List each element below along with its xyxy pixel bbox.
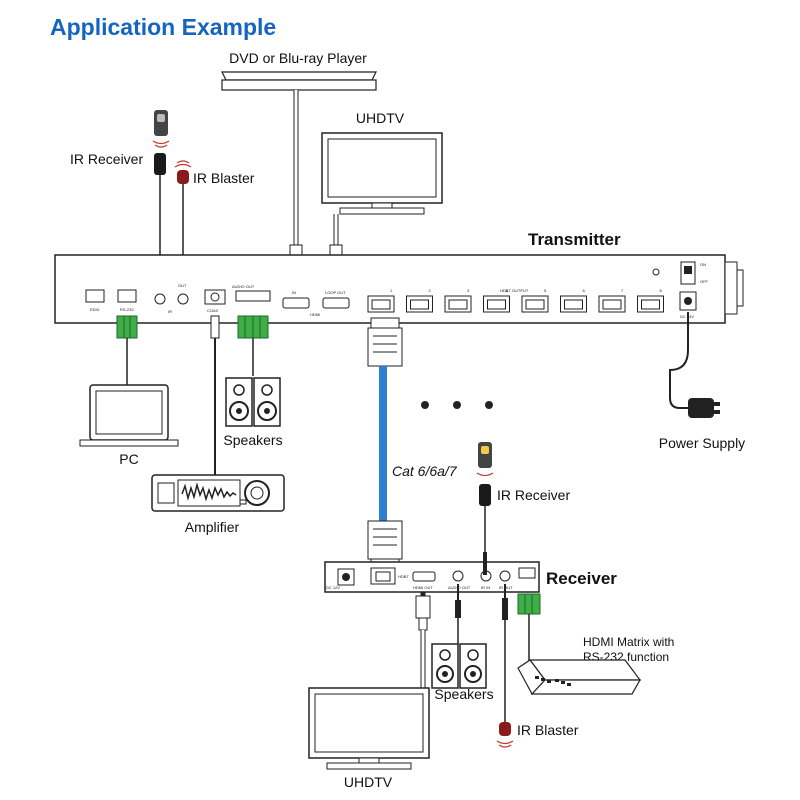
power-supply-label: Power Supply (659, 435, 745, 451)
svg-text:DC 12V: DC 12V (326, 585, 340, 590)
speakers-bottom-label: Speakers (434, 686, 493, 702)
hdbt-port-number: 6 (583, 288, 586, 293)
hdbt-port-jack (525, 299, 545, 310)
svg-text:EDID: EDID (90, 307, 100, 312)
svg-text:HDBT: HDBT (398, 574, 409, 579)
hdbt-port-number: 2 (429, 288, 432, 293)
speaker-icon (431, 643, 487, 689)
pc-label: PC (119, 451, 138, 467)
laptop-icon (79, 384, 179, 447)
hdbt-port-jack (371, 299, 391, 310)
ir-receiver-bottom-label: IR Receiver (497, 487, 570, 503)
ir-receiver-top-label: IR Receiver (70, 151, 143, 167)
ir-blaster-bottom-label: IR Blaster (517, 722, 579, 738)
cable-label: Cat 6/6a/7 (392, 463, 458, 479)
page-title: Application Example (50, 14, 276, 40)
svg-text:ON: ON (700, 262, 706, 267)
hdbt-port-jack (448, 299, 468, 310)
terminal-block-rs232 (116, 315, 138, 339)
hdbt-port-jack (564, 299, 583, 310)
svg-text:IR IN: IR IN (481, 585, 490, 590)
svg-text:HDMI: HDMI (310, 312, 320, 317)
transmitter-label: Transmitter (528, 230, 621, 249)
ir-receiver-icon (476, 442, 494, 506)
svg-text:HDMI OUT: HDMI OUT (413, 585, 433, 590)
uhdtv-bottom-label: UHDTV (344, 774, 393, 790)
amplifier-icon (151, 474, 285, 512)
svg-text:OFF: OFF (700, 279, 709, 284)
terminal-block-receiver (517, 593, 541, 615)
terminal-block-audio (237, 315, 269, 339)
speaker-icon (225, 377, 281, 427)
ir-blaster-top-label: IR Blaster (193, 170, 255, 186)
ellipsis-dots (421, 401, 493, 409)
hdbt-port-number: 7 (621, 288, 624, 293)
amplifier-label: Amplifier (185, 519, 240, 535)
power-adapter-icon (688, 398, 720, 418)
ir-blaster-icon (174, 160, 192, 184)
uhdtv-top-label: UHDTV (356, 110, 405, 126)
tv-icon (321, 132, 443, 215)
speakers-top-label: Speakers (223, 432, 282, 448)
hdbt-port-number: 5 (544, 288, 547, 293)
hdbt-port-number: 3 (467, 288, 470, 293)
svg-text:IN: IN (292, 290, 296, 295)
hdbt-port-number: 4 (506, 288, 509, 293)
hdbt-port-jack (410, 299, 429, 310)
hdmi-matrix-label-1: HDMI Matrix with (583, 635, 674, 649)
hdbt-port-jack (602, 299, 622, 310)
rj45-plug-bottom (367, 520, 403, 568)
tv-icon (308, 687, 430, 770)
svg-text:COAX: COAX (207, 308, 219, 313)
svg-text:IR OUT: IR OUT (499, 585, 513, 590)
hdbt-port-number: 1 (390, 288, 393, 293)
transmitter-device: EDID RS-232 IR OUT COAX AUDIO OUT IN LOO… (54, 254, 744, 324)
svg-text:AUDIO OUT: AUDIO OUT (232, 284, 255, 289)
svg-text:LOOP OUT: LOOP OUT (325, 290, 346, 295)
dvd-player-icon (221, 71, 377, 91)
hdbt-output-ports: 1 2 3 4 5 6 7 8 (367, 288, 664, 313)
hdmi-matrix-icon (517, 659, 642, 696)
svg-text:HDBT OUTPUT: HDBT OUTPUT (500, 288, 529, 293)
hdbt-port-number: 8 (660, 288, 663, 293)
cat-cable (379, 366, 387, 521)
ir-blaster-icon (496, 722, 514, 748)
rj45-plug-top (367, 317, 403, 367)
hdbt-port-jack (641, 299, 660, 310)
ir-receiver-icon (152, 110, 170, 175)
svg-text:RS-232: RS-232 (120, 307, 134, 312)
hdbt-port-jack (487, 299, 506, 310)
dvd-player-label: DVD or Blu-ray Player (229, 50, 367, 66)
receiver-label: Receiver (546, 569, 617, 588)
receiver-device: DC 12V HDBT HDMI OUT AUDIO OUT IR IN IR … (324, 561, 540, 593)
svg-text:OUT: OUT (178, 283, 187, 288)
svg-text:AUDIO OUT: AUDIO OUT (448, 585, 471, 590)
svg-text:IR: IR (168, 309, 172, 314)
